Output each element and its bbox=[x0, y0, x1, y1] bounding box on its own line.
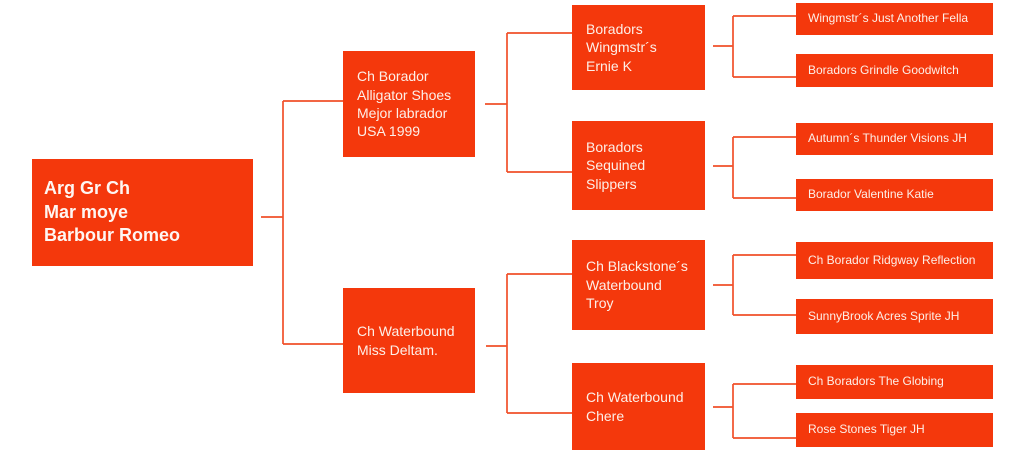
sire-name: Ch Borador Alligator Shoes Mejor labrado… bbox=[357, 68, 452, 140]
sire-dam-name: Boradors Sequined Slippers bbox=[586, 138, 646, 192]
node-dam-dam: Ch Waterbound Chere bbox=[572, 363, 705, 450]
node-great-grandparent-7: Ch Boradors The Globing bbox=[796, 365, 993, 399]
great-grandparent-6-name: SunnyBrook Acres Sprite JH bbox=[808, 308, 960, 323]
great-grandparent-8-name: Rose Stones Tiger JH bbox=[808, 422, 925, 437]
great-grandparent-3-name: Autumn´s Thunder Visions JH bbox=[808, 131, 967, 146]
node-great-grandparent-1: Wingmstr´s Just Another Fella bbox=[796, 3, 993, 35]
node-great-grandparent-2: Boradors Grindle Goodwitch bbox=[796, 54, 993, 87]
sire-sire-name: Boradors Wingmstr´s Ernie K bbox=[586, 20, 657, 74]
dam-dam-name: Ch Waterbound Chere bbox=[586, 389, 684, 424]
node-sire-sire: Boradors Wingmstr´s Ernie K bbox=[572, 5, 705, 90]
great-grandparent-2-name: Boradors Grindle Goodwitch bbox=[808, 62, 959, 77]
node-great-grandparent-8: Rose Stones Tiger JH bbox=[796, 413, 993, 447]
great-grandparent-7-name: Ch Boradors The Globing bbox=[808, 374, 944, 389]
node-great-grandparent-5: Ch Borador Ridgway Reflection bbox=[796, 242, 993, 279]
node-dam-sire: Ch Blackstone´s Waterbound Troy bbox=[572, 240, 705, 330]
node-subject-dog: Arg Gr Ch Mar moye Barbour Romeo bbox=[32, 159, 253, 266]
node-great-grandparent-3: Autumn´s Thunder Visions JH bbox=[796, 123, 993, 155]
subject-dog-name: Arg Gr Ch Mar moye Barbour Romeo bbox=[44, 178, 181, 246]
node-great-grandparent-6: SunnyBrook Acres Sprite JH bbox=[796, 299, 993, 334]
great-grandparent-4-name: Borador Valentine Katie bbox=[808, 187, 934, 202]
node-dam: Ch Waterbound Miss Deltam. bbox=[343, 288, 475, 393]
great-grandparent-1-name: Wingmstr´s Just Another Fella bbox=[808, 11, 969, 26]
dam-name: Ch Waterbound Miss Deltam. bbox=[357, 323, 455, 358]
node-great-grandparent-4: Borador Valentine Katie bbox=[796, 179, 993, 211]
node-sire: Ch Borador Alligator Shoes Mejor labrado… bbox=[343, 51, 475, 157]
node-sire-dam: Boradors Sequined Slippers bbox=[572, 121, 705, 210]
dam-sire-name: Ch Blackstone´s Waterbound Troy bbox=[586, 258, 688, 312]
great-grandparent-5-name: Ch Borador Ridgway Reflection bbox=[808, 252, 976, 267]
